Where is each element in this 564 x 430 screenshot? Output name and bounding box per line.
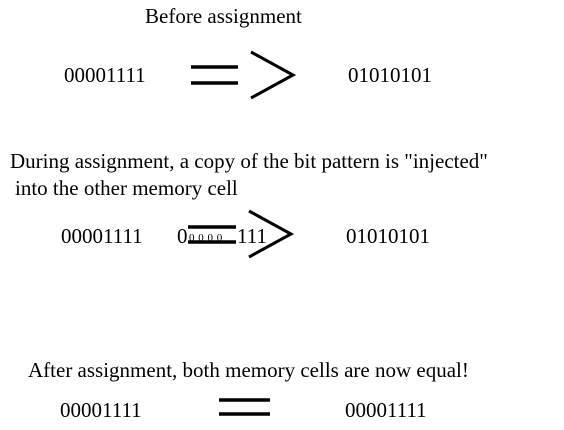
- after-heading: After assignment, both memory cells are …: [28, 358, 469, 382]
- before-heading: Before assignment: [145, 4, 302, 28]
- injected-bits-zeros: 0 0 0 0: [189, 232, 223, 244]
- before-assignment-arrow-icon: [191, 50, 297, 100]
- injected-bits-end: 111: [237, 224, 267, 248]
- during-source-memory-cell: 00001111: [61, 224, 143, 248]
- after-source-memory-cell: 00001111: [60, 398, 142, 422]
- after-equals-icon: [219, 398, 270, 416]
- injected-bits-start: 0: [177, 224, 188, 248]
- during-target-memory-cell: 01010101: [346, 224, 430, 248]
- after-target-memory-cell: 00001111: [345, 398, 427, 422]
- before-source-memory-cell: 00001111: [64, 63, 146, 87]
- before-target-memory-cell: 01010101: [348, 63, 432, 87]
- during-heading-line1: During assignment, a copy of the bit pat…: [10, 149, 488, 173]
- during-heading-line2: into the other memory cell: [15, 176, 238, 200]
